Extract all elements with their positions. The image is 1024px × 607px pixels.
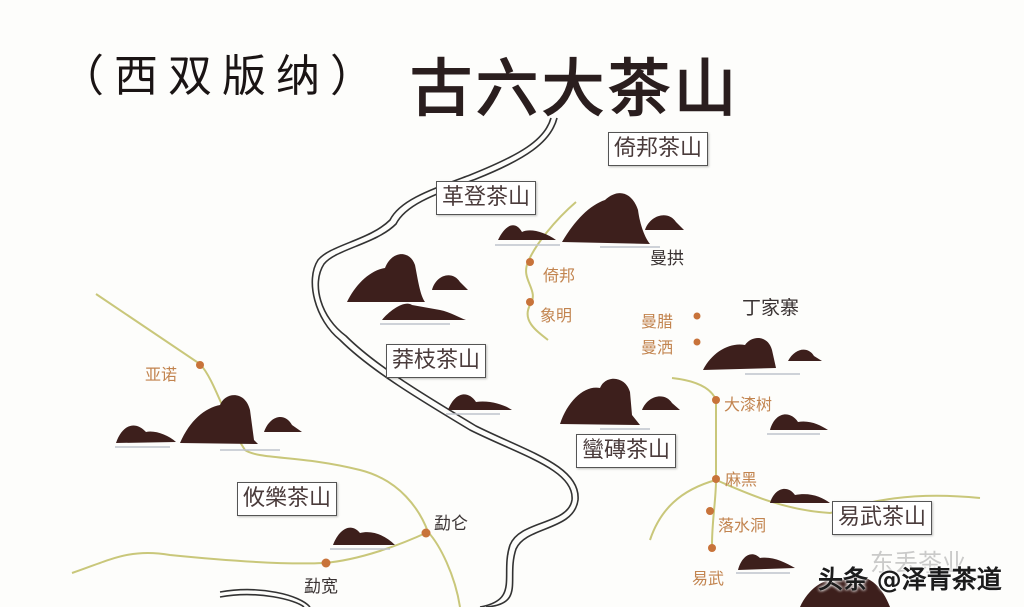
village-mansa: 曼洒: [641, 338, 674, 357]
region-title: （西双版纳）: [60, 51, 384, 102]
village-mahei: 麻黑: [725, 470, 758, 489]
mountain-label-manzhuan[interactable]: 蠻磚茶山: [576, 434, 677, 468]
mountain-label-yibang[interactable]: 倚邦茶山: [608, 132, 709, 166]
village-mangong: 曼拱: [650, 249, 684, 269]
village-yanuo: 亚诺: [145, 365, 178, 384]
mountain-label-mangzhi[interactable]: 莽枝茶山: [386, 344, 487, 378]
village-menglun: 勐仑: [434, 514, 468, 534]
village-daqishu: 大漆树: [724, 395, 773, 414]
village-xiangming: 象明: [540, 306, 573, 325]
mountain-label-gedeng[interactable]: 革登茶山: [436, 181, 537, 215]
village-mengkuan: 勐宽: [304, 577, 338, 597]
watermark: 头条 @泽青茶道: [818, 565, 1002, 594]
village-dots: [196, 258, 720, 568]
village-yibang: 倚邦: [543, 266, 576, 285]
mountain-label-youle[interactable]: 攸樂茶山: [237, 482, 338, 516]
trails: [71, 201, 981, 607]
village-dingjiazhai: 丁家寨: [742, 297, 800, 319]
village-yiwu: 易武: [692, 569, 725, 588]
map-title: 古六大茶山: [410, 52, 741, 125]
mountain-label-yiwu[interactable]: 易武茶山: [832, 501, 933, 535]
watermark-faded: 东丢茶业: [870, 549, 966, 577]
mountain-bases: [115, 244, 820, 574]
mountain-icons: [116, 193, 890, 607]
village-luoshuidong: 落水洞: [718, 516, 767, 535]
village-manla: 曼腊: [641, 312, 674, 331]
